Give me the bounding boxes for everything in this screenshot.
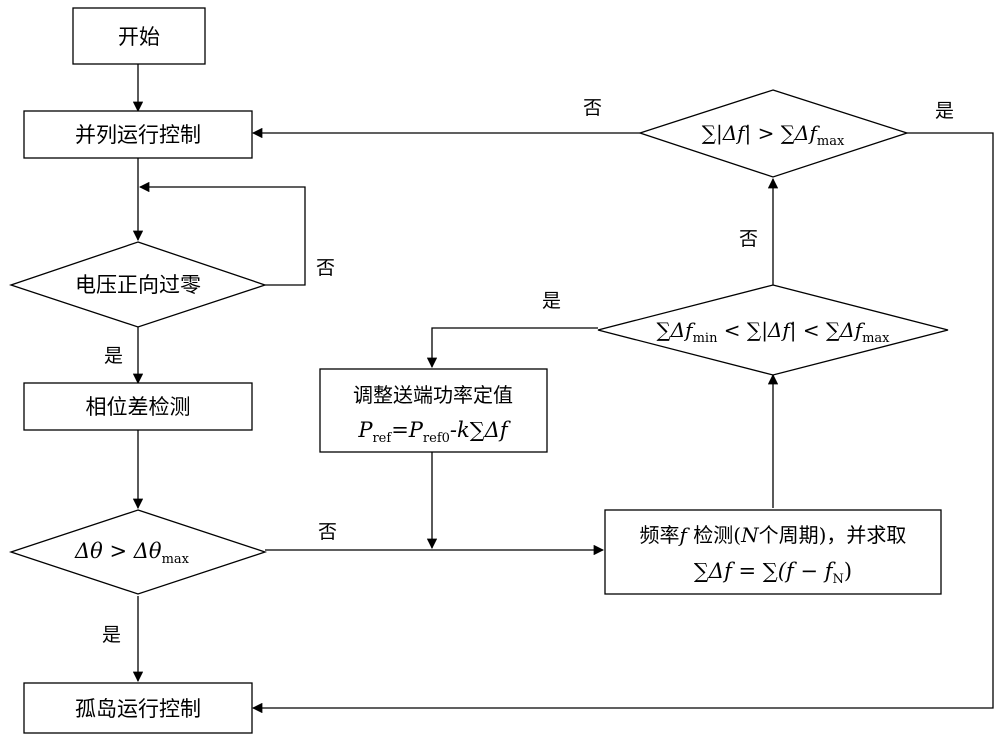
phase-diff-detect-node: 相位差检测 [23, 382, 253, 431]
label-yes-phase: 是 [102, 624, 121, 646]
phase-compare-node: Δθ > Δθmax [8, 509, 268, 595]
range-check-node: ∑Δfmin < ∑|Δf| < ∑Δfmax [597, 284, 949, 376]
freq-detect-formula: ∑Δf = ∑(f − fN) [694, 559, 852, 587]
freq-detect-node: 频率f 检测(N个周期)，并求取 ∑Δf = ∑(f − fN) [604, 509, 942, 595]
start-label: 开始 [118, 25, 160, 49]
island-control-label: 孤岛运行控制 [75, 697, 201, 721]
max-check-label: ∑|Δf| > ∑Δfmax [702, 121, 845, 149]
adjust-power-node: 调整送端功率定值 Pref=Pref0-k∑Δf [319, 368, 548, 453]
label-yes-zero-cross: 是 [104, 345, 123, 367]
label-yes-range: 是 [542, 290, 561, 312]
edge-max-to-island [251, 132, 994, 714]
freq-detect-line1: 频率f 检测(N个周期)，并求取 [640, 523, 907, 547]
label-no-range: 否 [739, 228, 758, 250]
edge-range-to-adjust [426, 327, 598, 369]
start-node: 开始 [72, 7, 206, 65]
phase-diff-detect-label: 相位差检测 [86, 395, 191, 419]
range-check-label: ∑Δfmin < ∑|Δf| < ∑Δfmax [656, 318, 890, 346]
label-no-zero-cross: 否 [316, 257, 335, 279]
adjust-power-formula: Pref=Pref0-k∑Δf [357, 418, 511, 446]
max-check-node: ∑|Δf| > ∑Δfmax [637, 89, 910, 178]
island-control-node: 孤岛运行控制 [23, 682, 253, 734]
phase-compare-label: Δθ > Δθmax [74, 539, 190, 567]
parallel-control-label: 并列运行控制 [75, 123, 201, 147]
voltage-zero-cross-label: 电压正向过零 [75, 273, 201, 297]
voltage-zero-cross-node: 电压正向过零 [8, 241, 268, 328]
adjust-power-line1: 调整送端功率定值 [353, 383, 513, 407]
label-no-max: 否 [583, 97, 602, 119]
label-no-phase: 否 [318, 521, 337, 543]
edge-voltage-no-loop [138, 181, 306, 286]
parallel-control-node: 并列运行控制 [23, 110, 253, 159]
label-yes-max: 是 [935, 100, 954, 122]
